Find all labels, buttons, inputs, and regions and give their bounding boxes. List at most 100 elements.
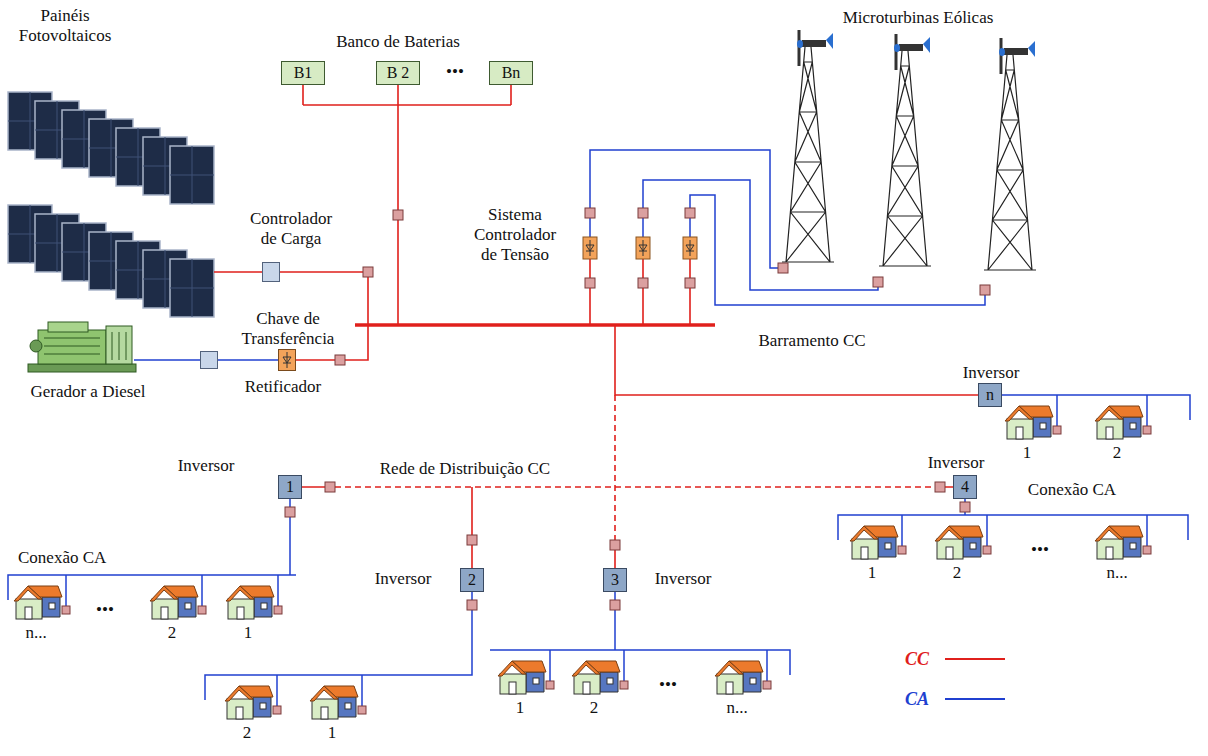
house [225, 675, 281, 719]
terminal-square [638, 278, 648, 288]
wind-turbine [782, 30, 834, 262]
ellipsis: ••• [96, 600, 114, 620]
terminal-square [585, 208, 595, 218]
ac-wire [134, 359, 200, 361]
connector [218, 359, 278, 361]
node-heading: Inversor [178, 456, 235, 476]
legend-text: CA [905, 688, 929, 710]
node-heading: Inversor [375, 569, 432, 589]
node-text: Bn [502, 63, 521, 83]
component-label: Gerador a Diesel [30, 382, 145, 402]
node-text: 1 [286, 477, 294, 497]
terminal-square [685, 208, 695, 218]
ellipsis: ••• [446, 62, 464, 82]
ac-wire [690, 195, 985, 305]
battery-box: Bn [489, 61, 533, 85]
node-heading: Controlador de Carga [243, 209, 339, 249]
ellipsis: ••• [1031, 540, 1049, 560]
legend-samples [945, 659, 1005, 699]
house [572, 650, 628, 694]
diode-symbol [283, 352, 291, 368]
house [935, 515, 991, 559]
component-label: Sistema Controlador de Tensão [466, 205, 564, 265]
node-text: 3 [611, 570, 619, 590]
terminal-square [638, 208, 648, 218]
generator-base [28, 364, 136, 372]
terminal-square [585, 278, 595, 288]
house-number: 1 [328, 723, 337, 743]
house-number: 1 [516, 698, 525, 718]
terminal-square [778, 263, 788, 273]
terminal-square [363, 267, 373, 277]
house-number: n... [726, 698, 747, 718]
house-number: 2 [168, 623, 177, 643]
dc-wire [303, 85, 511, 325]
node-text: B1 [294, 63, 313, 83]
terminal-square [285, 507, 295, 517]
pv-array [8, 92, 214, 317]
house-number: n... [25, 623, 46, 643]
house-number: 1 [868, 563, 877, 583]
diesel-generator [28, 322, 136, 372]
house [1095, 515, 1151, 559]
terminal-square [685, 278, 695, 288]
dc-wiring [214, 85, 978, 568]
network-label: Rede de Distribuição CC [380, 459, 550, 479]
engine-detail [44, 332, 126, 360]
flywheel [30, 340, 42, 352]
ac-wire [590, 218, 690, 237]
dc-wire [590, 259, 690, 325]
dc-busbar [355, 323, 715, 327]
dc-wire [302, 487, 953, 568]
house-number: n... [1106, 563, 1127, 583]
wind-turbine [984, 38, 1036, 270]
component-label: Banco de Baterias [336, 32, 460, 52]
network-label: Conexão CA [1028, 480, 1116, 500]
house [14, 575, 70, 619]
legend-text: CC [905, 648, 929, 670]
house-number: 2 [953, 563, 962, 583]
voltage-controller [636, 237, 650, 259]
terminal-square [960, 502, 970, 512]
inverter-box: Inversorn [978, 383, 1002, 407]
house-number: 2 [590, 698, 599, 718]
charge-controller: Controlador de Carga [262, 262, 280, 282]
terminal-square [467, 535, 477, 545]
inverter-box: Inversor4 [953, 475, 977, 499]
terminal-square [610, 540, 620, 550]
ellipsis: ••• [659, 675, 677, 695]
node-heading: Inversor [928, 453, 985, 473]
terminal-square [873, 277, 883, 287]
dc-wire [615, 325, 978, 395]
house-number: 1 [244, 623, 253, 643]
wind-turbine [879, 34, 931, 266]
house-number: 1 [1023, 443, 1032, 463]
dc-distribution-line [335, 395, 935, 540]
transfer-switch: Chave de Transferência [200, 351, 218, 369]
inverter-box: Inversor2 [460, 568, 484, 592]
engine-block [38, 330, 106, 364]
house [1005, 395, 1061, 439]
node-text: B 2 [387, 63, 410, 83]
network-label: Conexão CA [18, 548, 106, 568]
house-number: 2 [243, 723, 252, 743]
house [310, 675, 366, 719]
node-text: 4 [961, 477, 969, 497]
terminal-square [393, 210, 403, 220]
battery-box: B1 [281, 61, 325, 85]
inverter-box: Inversor3 [603, 568, 627, 592]
pv-panel [170, 146, 214, 204]
pv-panel [170, 259, 214, 317]
ac-wiring [8, 150, 1190, 700]
house [150, 575, 206, 619]
voltage-controller [683, 237, 697, 259]
node-heading: Inversor [963, 363, 1020, 383]
terminal-square [467, 600, 477, 610]
house [715, 650, 771, 694]
rectifier: Retificador [278, 349, 296, 371]
bus-label: Barramento CC [758, 331, 865, 351]
voltage-controller [583, 237, 597, 259]
cylinder-head [48, 322, 88, 332]
